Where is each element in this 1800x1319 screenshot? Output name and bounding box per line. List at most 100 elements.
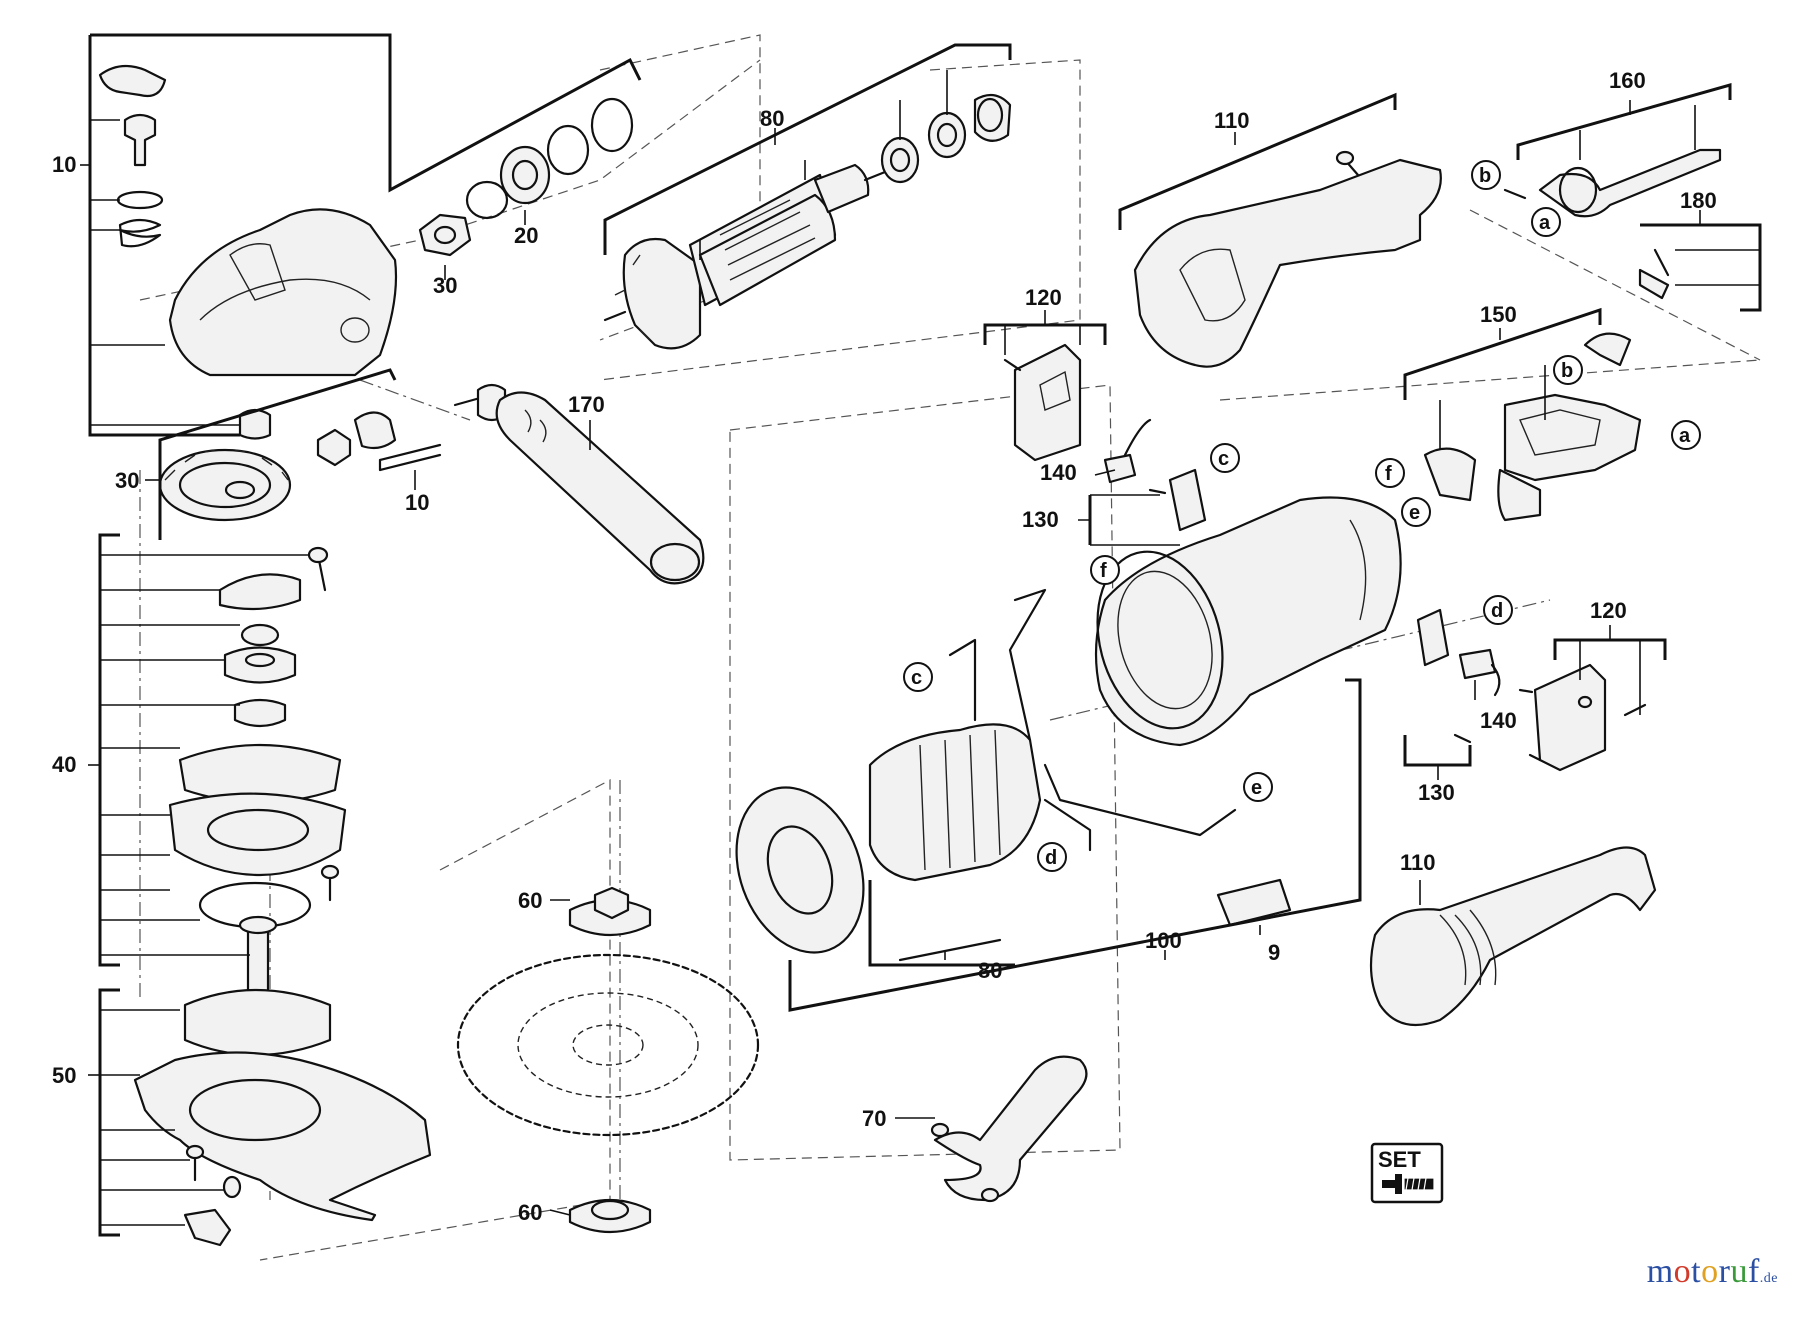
switch-base bbox=[1497, 468, 1542, 522]
retaining-ring bbox=[590, 97, 634, 153]
connector-markers: b a b a f e c f c d e d bbox=[903, 160, 1701, 872]
brush-cap-right bbox=[1533, 663, 1607, 772]
armature-shaft bbox=[603, 170, 887, 322]
guard-collar bbox=[183, 988, 332, 1057]
lower-flange-nut bbox=[568, 1198, 652, 1234]
label-130-right: 130 bbox=[1418, 780, 1455, 805]
lock-pin bbox=[123, 113, 157, 167]
label-150: 150 bbox=[1480, 302, 1517, 327]
label-140-left: 140 bbox=[1040, 460, 1077, 485]
pinion-screw bbox=[378, 443, 442, 472]
label-10-screw: 10 bbox=[405, 490, 429, 515]
connector-e-switch: e bbox=[1409, 502, 1420, 524]
watermark-brand: motoruf bbox=[1646, 1253, 1760, 1290]
lock-lever bbox=[98, 64, 167, 98]
pin-wrench bbox=[933, 1055, 1088, 1202]
label-120-left: 120 bbox=[1025, 285, 1062, 310]
label-9: 9 bbox=[1268, 940, 1280, 965]
brush-cap-screw-right bbox=[1623, 703, 1647, 717]
label-80-armature: 80 bbox=[760, 106, 784, 131]
lock-ring bbox=[116, 190, 164, 210]
cord-clamp-screw bbox=[1653, 248, 1670, 277]
label-60-upper: 60 bbox=[518, 888, 542, 913]
rear-bearing bbox=[927, 111, 967, 159]
stator bbox=[868, 723, 1042, 882]
label-30-washer: 30 bbox=[433, 273, 457, 298]
armature-assembly bbox=[418, 93, 1012, 350]
rear-bearing-seat bbox=[880, 136, 920, 184]
guard-spring bbox=[222, 1175, 242, 1199]
connector-a-switch: a bbox=[1679, 425, 1691, 447]
label-130-left: 130 bbox=[1022, 507, 1059, 532]
connector-b-switch: b bbox=[1561, 360, 1573, 382]
watermark-tld: .de bbox=[1759, 1271, 1778, 1286]
bearing-upper bbox=[240, 623, 280, 647]
power-cord bbox=[1538, 148, 1722, 218]
connector-e-stator: e bbox=[1251, 777, 1262, 799]
brush-cap-left bbox=[1013, 343, 1082, 462]
stator-screw bbox=[898, 938, 1002, 962]
set-badge: SET bbox=[1370, 1142, 1444, 1204]
label-140-right: 140 bbox=[1480, 708, 1517, 733]
rating-plate bbox=[1216, 878, 1292, 927]
pinion bbox=[353, 411, 397, 450]
label-20: 20 bbox=[514, 223, 538, 248]
watermark: motoruf.de bbox=[1647, 1253, 1778, 1291]
connector-d-brush: d bbox=[1491, 600, 1503, 622]
label-80-stator: 80 bbox=[978, 958, 1002, 983]
connector-f-stator: f bbox=[1100, 560, 1107, 582]
bearing-sleeve bbox=[973, 93, 1012, 142]
bearing-flange bbox=[218, 573, 302, 611]
spacer-washer bbox=[465, 180, 509, 220]
label-110-lower: 110 bbox=[1400, 850, 1436, 875]
aux-handle-grip bbox=[495, 391, 705, 585]
switch bbox=[1503, 393, 1642, 482]
label-170: 170 bbox=[568, 392, 605, 417]
label-70: 70 bbox=[862, 1106, 886, 1131]
brush-cap-screw-left bbox=[1003, 358, 1022, 372]
label-100: 100 bbox=[1145, 928, 1182, 953]
bearing-housing bbox=[168, 792, 347, 877]
label-50: 50 bbox=[52, 1063, 76, 1088]
label-40: 40 bbox=[52, 752, 76, 777]
lock-nut bbox=[316, 428, 352, 467]
handle-switch-assembly bbox=[1003, 148, 1722, 1027]
label-110-top: 110 bbox=[1214, 108, 1250, 133]
bearing-ring bbox=[546, 124, 590, 176]
fan-baffle bbox=[735, 786, 865, 954]
spring-washer bbox=[418, 213, 472, 257]
stator-wire-f bbox=[1008, 588, 1047, 742]
wheel-accessories bbox=[456, 886, 1088, 1234]
stator-wire-c bbox=[948, 638, 977, 722]
label-10-top: 10 bbox=[52, 152, 76, 177]
brush-holder-right bbox=[1416, 608, 1450, 667]
rear-handle-bottom bbox=[1369, 846, 1657, 1027]
gear-housing bbox=[168, 208, 398, 377]
set-badge-text: SET bbox=[1378, 1147, 1421, 1172]
stator-wire-e bbox=[1043, 763, 1237, 837]
callout-brackets bbox=[80, 33, 1762, 1237]
connector-c-stator: c bbox=[911, 667, 922, 689]
stator-wire-d bbox=[1043, 798, 1092, 852]
front-bearing bbox=[499, 145, 551, 205]
gear-head-assembly bbox=[98, 64, 442, 1247]
motor-housing bbox=[1094, 496, 1402, 747]
label-160: 160 bbox=[1609, 68, 1646, 93]
carbon-brush-left bbox=[1103, 453, 1137, 484]
suppressor bbox=[1423, 447, 1477, 502]
guard-clamp bbox=[183, 1208, 232, 1247]
label-30-gear: 30 bbox=[115, 468, 139, 493]
assembly-axis-lines bbox=[139, 34, 1761, 1261]
switch-cap bbox=[1583, 332, 1632, 367]
housing-foot bbox=[238, 408, 272, 440]
label-60-lower: 60 bbox=[518, 1200, 542, 1225]
part-labels: 10 30 20 80 30 10 170 40 50 60 60 70 110… bbox=[52, 68, 1717, 1225]
connector-d-stator: d bbox=[1045, 847, 1057, 869]
lock-spring bbox=[118, 218, 162, 248]
carbon-brush-right bbox=[1458, 648, 1497, 680]
cord-clamp bbox=[1638, 268, 1670, 300]
connector-f-switch: f bbox=[1385, 463, 1392, 485]
auxiliary-handle bbox=[453, 383, 705, 585]
brush-screw-right bbox=[1453, 733, 1472, 744]
